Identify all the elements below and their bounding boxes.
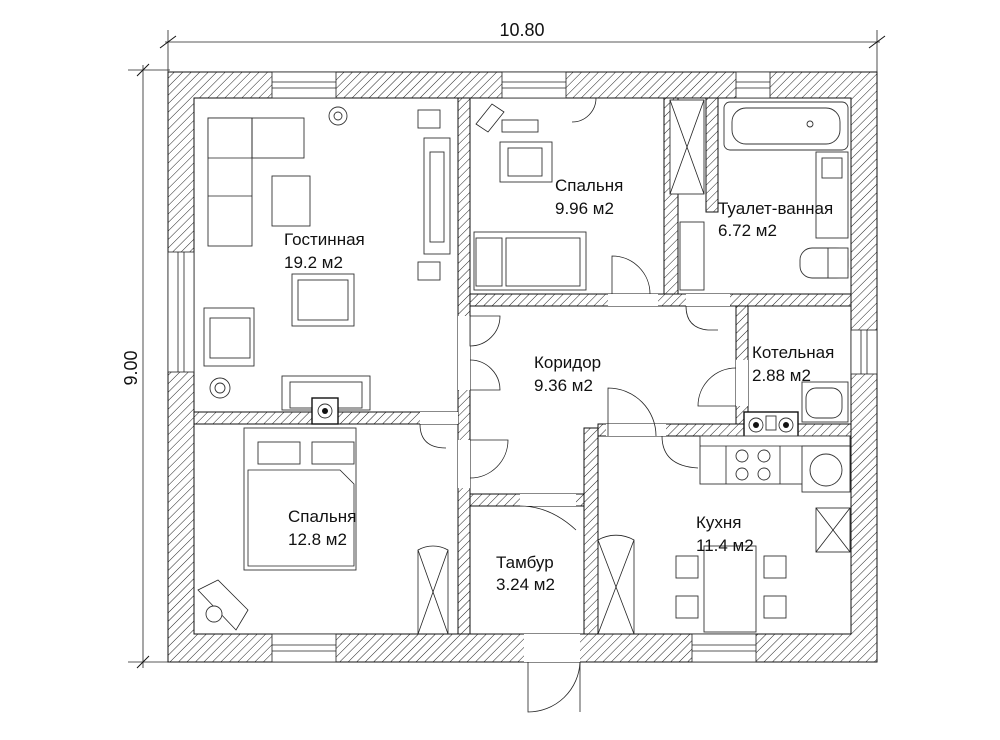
room-vestibule: Тамбур 3.24 м2 [496,553,555,594]
room-kitchen: Кухня 11.4 м2 [696,513,754,555]
bedroom1-furniture [473,99,705,291]
room-area: 19.2 м2 [284,253,343,272]
bathroom-furniture [679,101,849,291]
room-name: Коридор [534,353,601,372]
room-name: Спальня [555,176,623,195]
width-label: 10.80 [499,20,544,40]
room-name: Спальня [288,507,356,526]
room-name: Кухня [696,513,742,532]
room-area: 9.96 м2 [555,199,614,218]
room-bedroom2: Спальня 12.8 м2 [288,507,356,549]
room-name: Туалет-ванная [718,199,833,218]
dimension-height: 9.00 [121,63,170,669]
dimension-width: 10.80 [159,20,886,72]
room-name: Гостинная [284,230,365,249]
room-corridor: Коридор 9.36 м2 [534,353,601,395]
room-name: Котельная [752,343,834,362]
room-area: 6.72 м2 [718,221,777,240]
room-area: 9.36 м2 [534,376,593,395]
room-living: Гостинная 19.2 м2 [284,230,365,272]
room-area: 12.8 м2 [288,530,347,549]
room-area: 3.24 м2 [496,575,555,594]
room-name: Тамбур [496,553,554,572]
bedroom2-furniture [197,427,357,631]
room-area: 11.4 м2 [696,536,754,555]
doors [417,97,748,713]
room-bath: Туалет-ванная 6.72 м2 [718,199,833,240]
room-bedroom1: Спальня 9.96 м2 [555,176,623,218]
living-room-furniture [203,106,451,425]
windows [167,71,878,663]
room-area: 2.88 м2 [752,366,811,385]
kitchen-furniture [675,435,851,633]
room-boiler: Котельная 2.88 м2 [752,343,834,385]
boiler-room-furniture [743,381,849,439]
height-label: 9.00 [121,350,141,385]
